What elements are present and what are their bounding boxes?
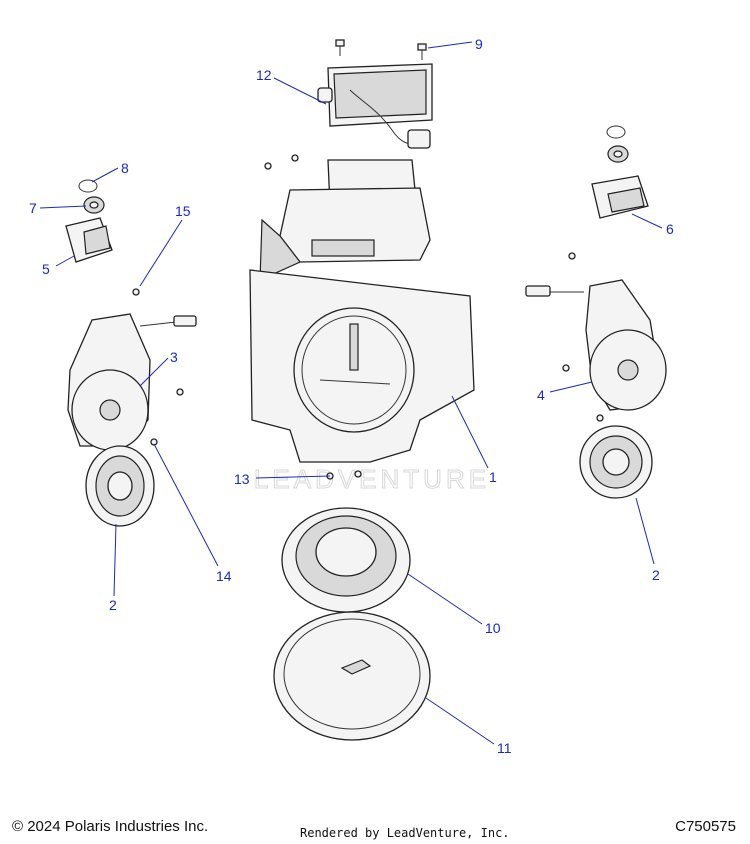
- callout-11: 11: [497, 740, 512, 756]
- callout-13: 13: [234, 471, 250, 487]
- callout-8: 8: [121, 160, 129, 176]
- speaker-left-2: [85, 445, 155, 527]
- enclosure-1: [249, 159, 475, 463]
- callout-4: 4: [537, 387, 545, 403]
- leader-4: [549, 381, 593, 393]
- callout-2a: 2: [109, 597, 117, 613]
- speaker-pod-right-4: [525, 279, 667, 411]
- clip-right: [606, 125, 626, 139]
- leader-7: [39, 205, 87, 209]
- leader-11: [425, 697, 495, 745]
- callout-3: 3: [170, 349, 178, 365]
- copyright-text: © 2024 Polaris Industries Inc.: [12, 818, 209, 835]
- leader-5: [55, 255, 75, 267]
- amplifier-12: [317, 63, 433, 149]
- leader-3: [139, 357, 169, 387]
- screw-9b: [417, 43, 427, 60]
- callout-9: 9: [475, 36, 483, 52]
- fastener: [596, 414, 604, 422]
- leader-6: [631, 213, 663, 229]
- tweeter-7: [83, 196, 105, 214]
- leader-13: [255, 475, 331, 479]
- screw-9a: [335, 39, 345, 56]
- callout-7: 7: [29, 200, 37, 216]
- leader-9: [427, 41, 473, 49]
- leader-12: [273, 77, 327, 105]
- watermark: LEADVENTURE: [254, 464, 490, 494]
- fastener-13b: [354, 470, 362, 478]
- callout-1: 1: [489, 469, 497, 485]
- diagram-code: C750575: [675, 818, 736, 835]
- callout-12: 12: [256, 67, 272, 83]
- tweeter-right: [607, 145, 629, 163]
- speaker-right-2: [579, 425, 653, 499]
- leader-10: [407, 573, 483, 625]
- callout-2b: 2: [652, 567, 660, 583]
- leader-2b: [635, 497, 655, 565]
- leader-1: [451, 395, 489, 469]
- grille-11: [273, 611, 431, 741]
- fastener: [291, 154, 299, 162]
- callout-5: 5: [42, 261, 50, 277]
- tweeter-housing-5: [65, 217, 113, 263]
- speaker-pod-left-3: [67, 313, 197, 451]
- fastener: [568, 252, 576, 260]
- fastener: [264, 162, 272, 170]
- callout-10: 10: [485, 620, 501, 636]
- leader-15: [139, 219, 183, 287]
- fastener: [562, 364, 570, 372]
- clip-8: [78, 179, 98, 193]
- callout-6: 6: [666, 221, 674, 237]
- leader-14: [153, 443, 219, 567]
- fastener-15: [132, 288, 140, 296]
- subwoofer-10: [281, 507, 411, 613]
- leader-2a: [113, 523, 117, 597]
- callout-15: 15: [175, 203, 191, 219]
- tweeter-housing-6: [591, 175, 649, 219]
- fastener: [176, 388, 184, 396]
- leader-8: [91, 167, 119, 183]
- rendered-by-text: Rendered by LeadVenture, Inc.: [300, 826, 510, 840]
- callout-14: 14: [216, 568, 232, 584]
